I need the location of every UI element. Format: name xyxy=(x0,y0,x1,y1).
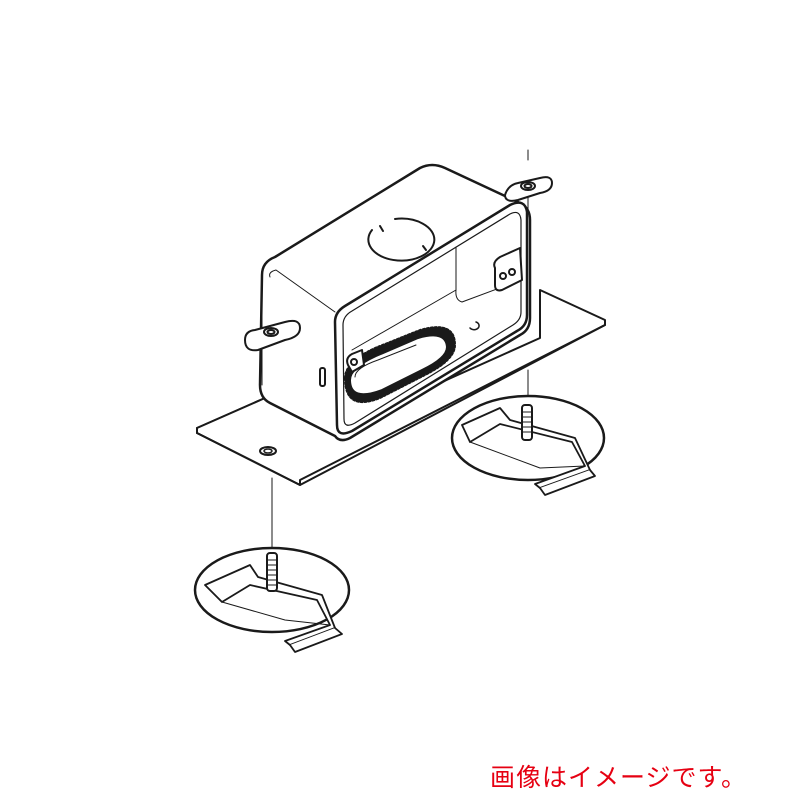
wing-nut-right xyxy=(505,177,552,201)
clip-left xyxy=(195,548,349,652)
knockout-hole xyxy=(368,219,434,261)
clip-right xyxy=(452,396,604,495)
box-body xyxy=(260,165,530,440)
image-disclaimer-caption: 画像はイメージです。 xyxy=(490,763,748,792)
wing-nut-left xyxy=(245,321,300,350)
cable-grommet xyxy=(345,327,455,402)
mounting-tab xyxy=(347,248,522,372)
